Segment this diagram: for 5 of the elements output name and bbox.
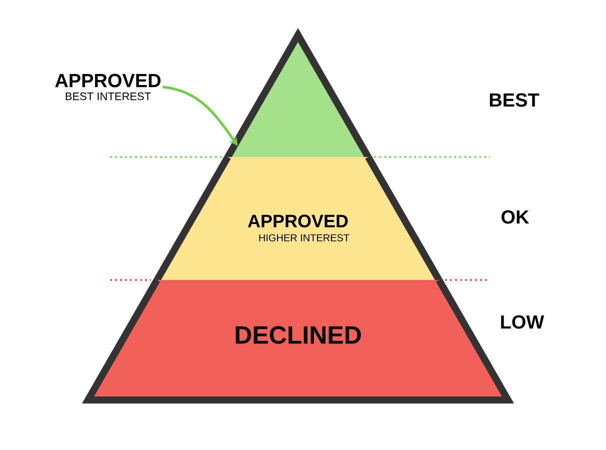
tier-label: OK xyxy=(502,210,530,224)
callout-text: APPROVED BEST INTEREST xyxy=(55,74,161,100)
tier-band: APPROVED HIGHER INTEREST xyxy=(154,155,442,282)
tier-label: BEST xyxy=(490,93,540,107)
tier-band xyxy=(224,28,372,159)
